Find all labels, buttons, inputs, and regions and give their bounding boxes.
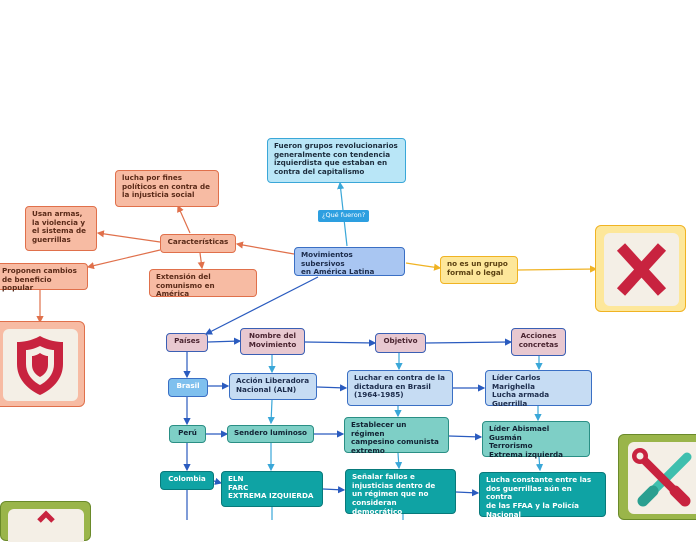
- connector-lines: [36, 181, 598, 520]
- objective-header[interactable]: Objetivo: [375, 333, 426, 353]
- sendero-actions-node[interactable]: Líder Abismael Gusmán Terrorismo Extrema…: [482, 421, 590, 459]
- extension-node[interactable]: Extensión del comunismo en América: [149, 269, 257, 298]
- shield-icon: [3, 329, 78, 401]
- wrench-screwdriver-icon: [628, 442, 696, 514]
- shield-icon-frame: [0, 321, 85, 407]
- mind-map-canvas: Fueron grupos revolucionarios generalmen…: [0, 138, 696, 542]
- goals-node[interactable]: lucha por fines políticos en contra de l…: [115, 170, 219, 207]
- tools-icon-frame: [618, 434, 696, 520]
- partial-icon-frame: [0, 501, 91, 542]
- movement-name-header[interactable]: Nombre del Movimiento: [240, 328, 305, 355]
- colombia-actions-node[interactable]: Lucha constante entre las dos guerrillas…: [479, 472, 606, 518]
- icon: [8, 509, 84, 542]
- question-tag[interactable]: ¿Qué fueron?: [318, 210, 370, 222]
- aln-actions-node[interactable]: Líder Carlos Marighella Lucha armada Gue…: [485, 370, 592, 408]
- sendero-node[interactable]: Sendero luminoso: [227, 425, 314, 443]
- colombia-objective-node[interactable]: Señalar fallos e injusticias dentro de u…: [345, 469, 456, 515]
- cross-icon-frame: [595, 225, 686, 312]
- aln-objective-node[interactable]: Luchar en contra de la dictadura en Bras…: [347, 370, 453, 406]
- sendero-objective-node[interactable]: Establecer un régimen campesino comunist…: [344, 417, 449, 455]
- countries-header[interactable]: Países: [166, 333, 208, 352]
- characteristics-node[interactable]: Características: [160, 234, 236, 253]
- informal-node[interactable]: no es un grupo formal o legal: [440, 256, 518, 284]
- actions-header[interactable]: Acciones concretas: [511, 328, 566, 356]
- colombia-node[interactable]: Colombia: [160, 471, 214, 490]
- aln-node[interactable]: Acción Liberadora Nacional (ALN): [229, 373, 317, 400]
- weapons-node[interactable]: Usan armas, la violencia y el sistema de…: [25, 206, 97, 251]
- peru-node[interactable]: Perú: [169, 425, 206, 443]
- brasil-node[interactable]: Brasil: [168, 378, 208, 397]
- colombia-groups-node[interactable]: ELN FARC EXTREMA IZQUIERDA: [221, 471, 323, 507]
- cross-icon: [604, 233, 679, 306]
- central-topic[interactable]: Movimientos subersivos en América Latina: [294, 247, 405, 276]
- proposals-node[interactable]: Proponen cambios de beneficio popular: [0, 263, 88, 292]
- definition-node[interactable]: Fueron grupos revolucionarios generalmen…: [267, 138, 406, 183]
